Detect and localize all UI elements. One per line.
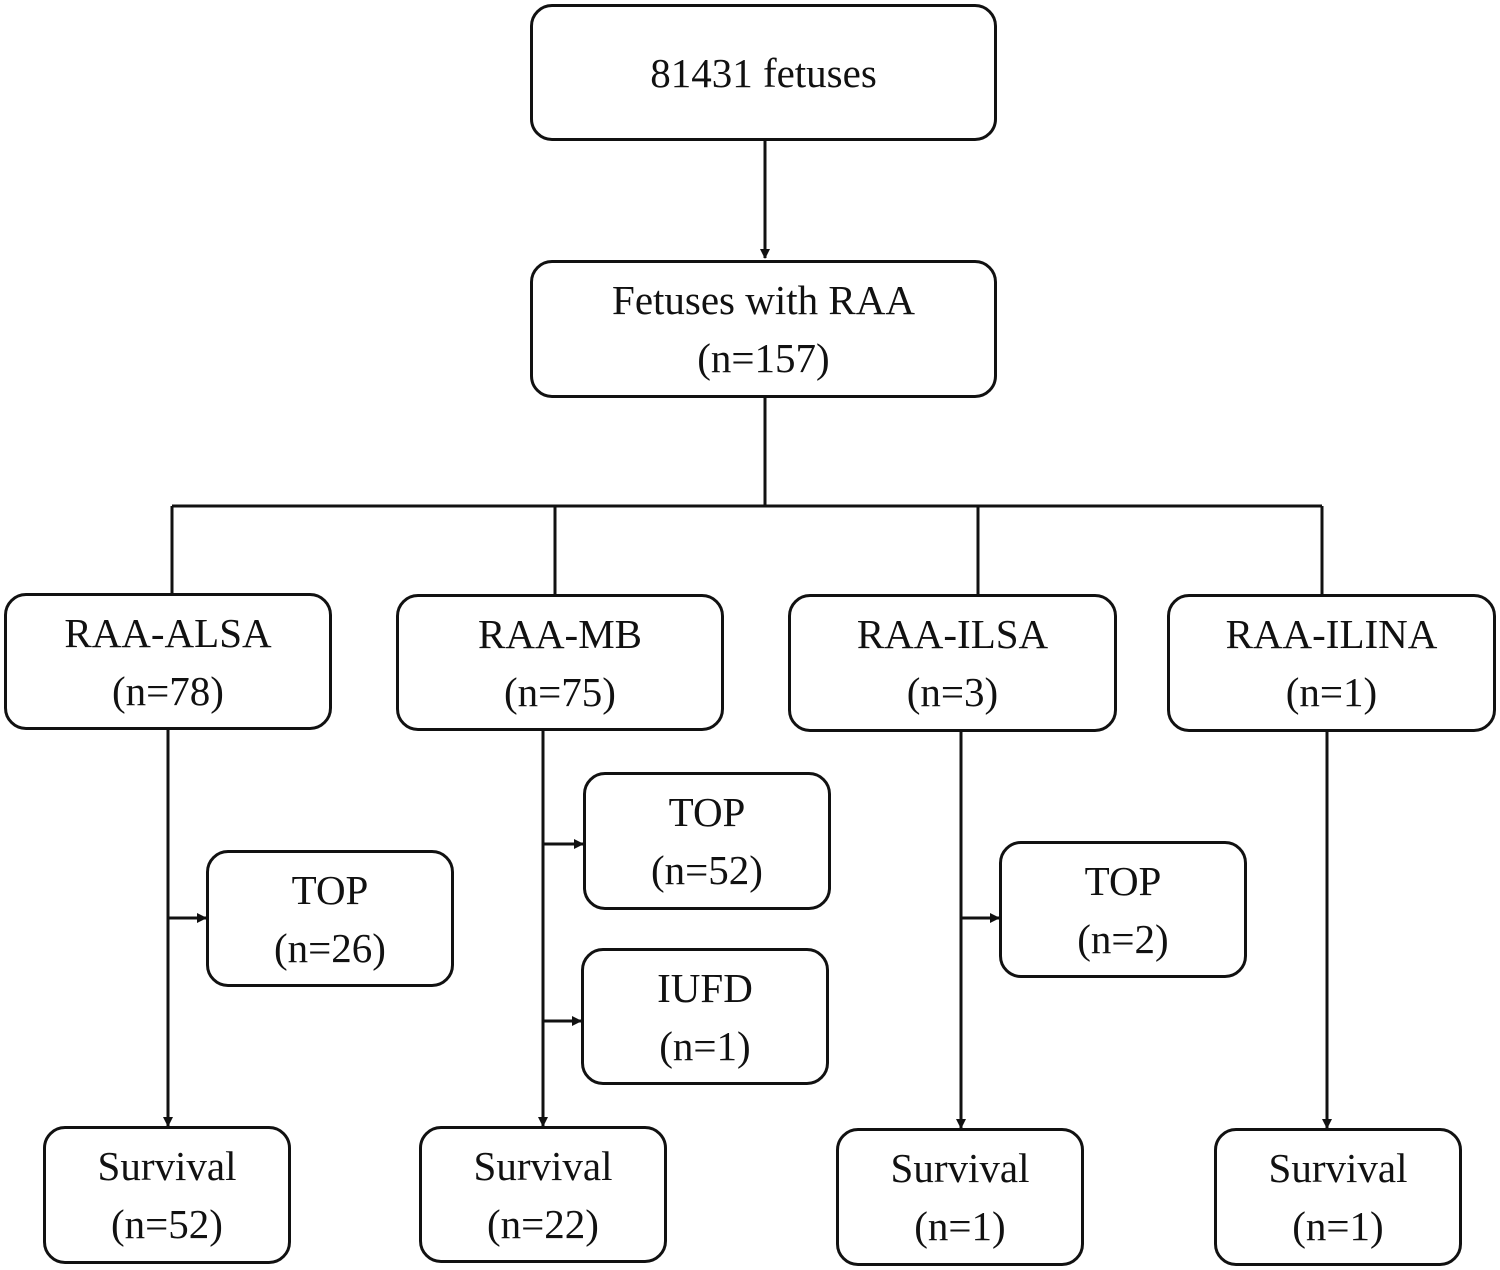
node-fetuses-with-raa: Fetuses with RAA (n=157) — [530, 260, 997, 398]
node-alsa-survival-count: (n=52) — [111, 1201, 223, 1247]
node-raa-count: (n=157) — [697, 335, 830, 381]
node-raa-mb-count: (n=75) — [504, 668, 616, 715]
node-ilina-survival-label: Survival — [1268, 1145, 1408, 1191]
node-ilina-survival: Survival (n=1) — [1214, 1128, 1462, 1266]
node-raa-ilsa-count: (n=3) — [906, 669, 999, 715]
node-alsa-top-label: TOP — [291, 866, 369, 913]
node-alsa-top: TOP (n=26) — [206, 850, 454, 987]
node-ilsa-top-label: TOP — [1084, 857, 1162, 904]
node-mb-survival: Survival (n=22) — [419, 1126, 667, 1263]
node-mb-iufd: IUFD (n=1) — [581, 948, 829, 1085]
node-root: 81431 fetuses — [530, 4, 997, 141]
node-raa-label: Fetuses with RAA — [612, 277, 915, 323]
node-raa-ilsa-label: RAA-ILSA — [856, 611, 1049, 657]
node-raa-mb: RAA-MB (n=75) — [396, 594, 724, 731]
node-raa-ilina: RAA-ILINA (n=1) — [1167, 594, 1496, 732]
node-raa-ilina-count: (n=1) — [1285, 669, 1378, 715]
node-mb-survival-label: Survival — [473, 1142, 613, 1189]
node-alsa-top-count: (n=26) — [274, 924, 386, 971]
node-ilsa-survival-label: Survival — [890, 1145, 1030, 1191]
node-ilsa-top: TOP (n=2) — [999, 841, 1247, 978]
node-mb-top: TOP (n=52) — [583, 772, 831, 910]
node-raa-alsa-label: RAA-ALSA — [64, 609, 272, 656]
node-ilsa-survival-count: (n=1) — [914, 1203, 1006, 1249]
node-ilina-survival-count: (n=1) — [1292, 1203, 1384, 1249]
node-mb-survival-count: (n=22) — [487, 1200, 599, 1247]
node-raa-alsa-count: (n=78) — [112, 667, 224, 714]
node-ilsa-survival: Survival (n=1) — [836, 1128, 1084, 1266]
node-root-label: 81431 fetuses — [650, 49, 877, 96]
node-alsa-survival: Survival (n=52) — [43, 1126, 291, 1264]
node-mb-top-count: (n=52) — [651, 847, 763, 893]
node-mb-top-label: TOP — [668, 789, 746, 835]
node-mb-iufd-label: IUFD — [657, 964, 753, 1011]
node-raa-ilsa: RAA-ILSA (n=3) — [788, 594, 1117, 732]
node-alsa-survival-label: Survival — [97, 1143, 237, 1189]
node-mb-iufd-count: (n=1) — [659, 1022, 751, 1069]
node-raa-ilina-label: RAA-ILINA — [1225, 611, 1438, 657]
node-raa-alsa: RAA-ALSA (n=78) — [4, 593, 332, 730]
node-ilsa-top-count: (n=2) — [1077, 915, 1169, 962]
node-raa-mb-label: RAA-MB — [477, 610, 643, 657]
